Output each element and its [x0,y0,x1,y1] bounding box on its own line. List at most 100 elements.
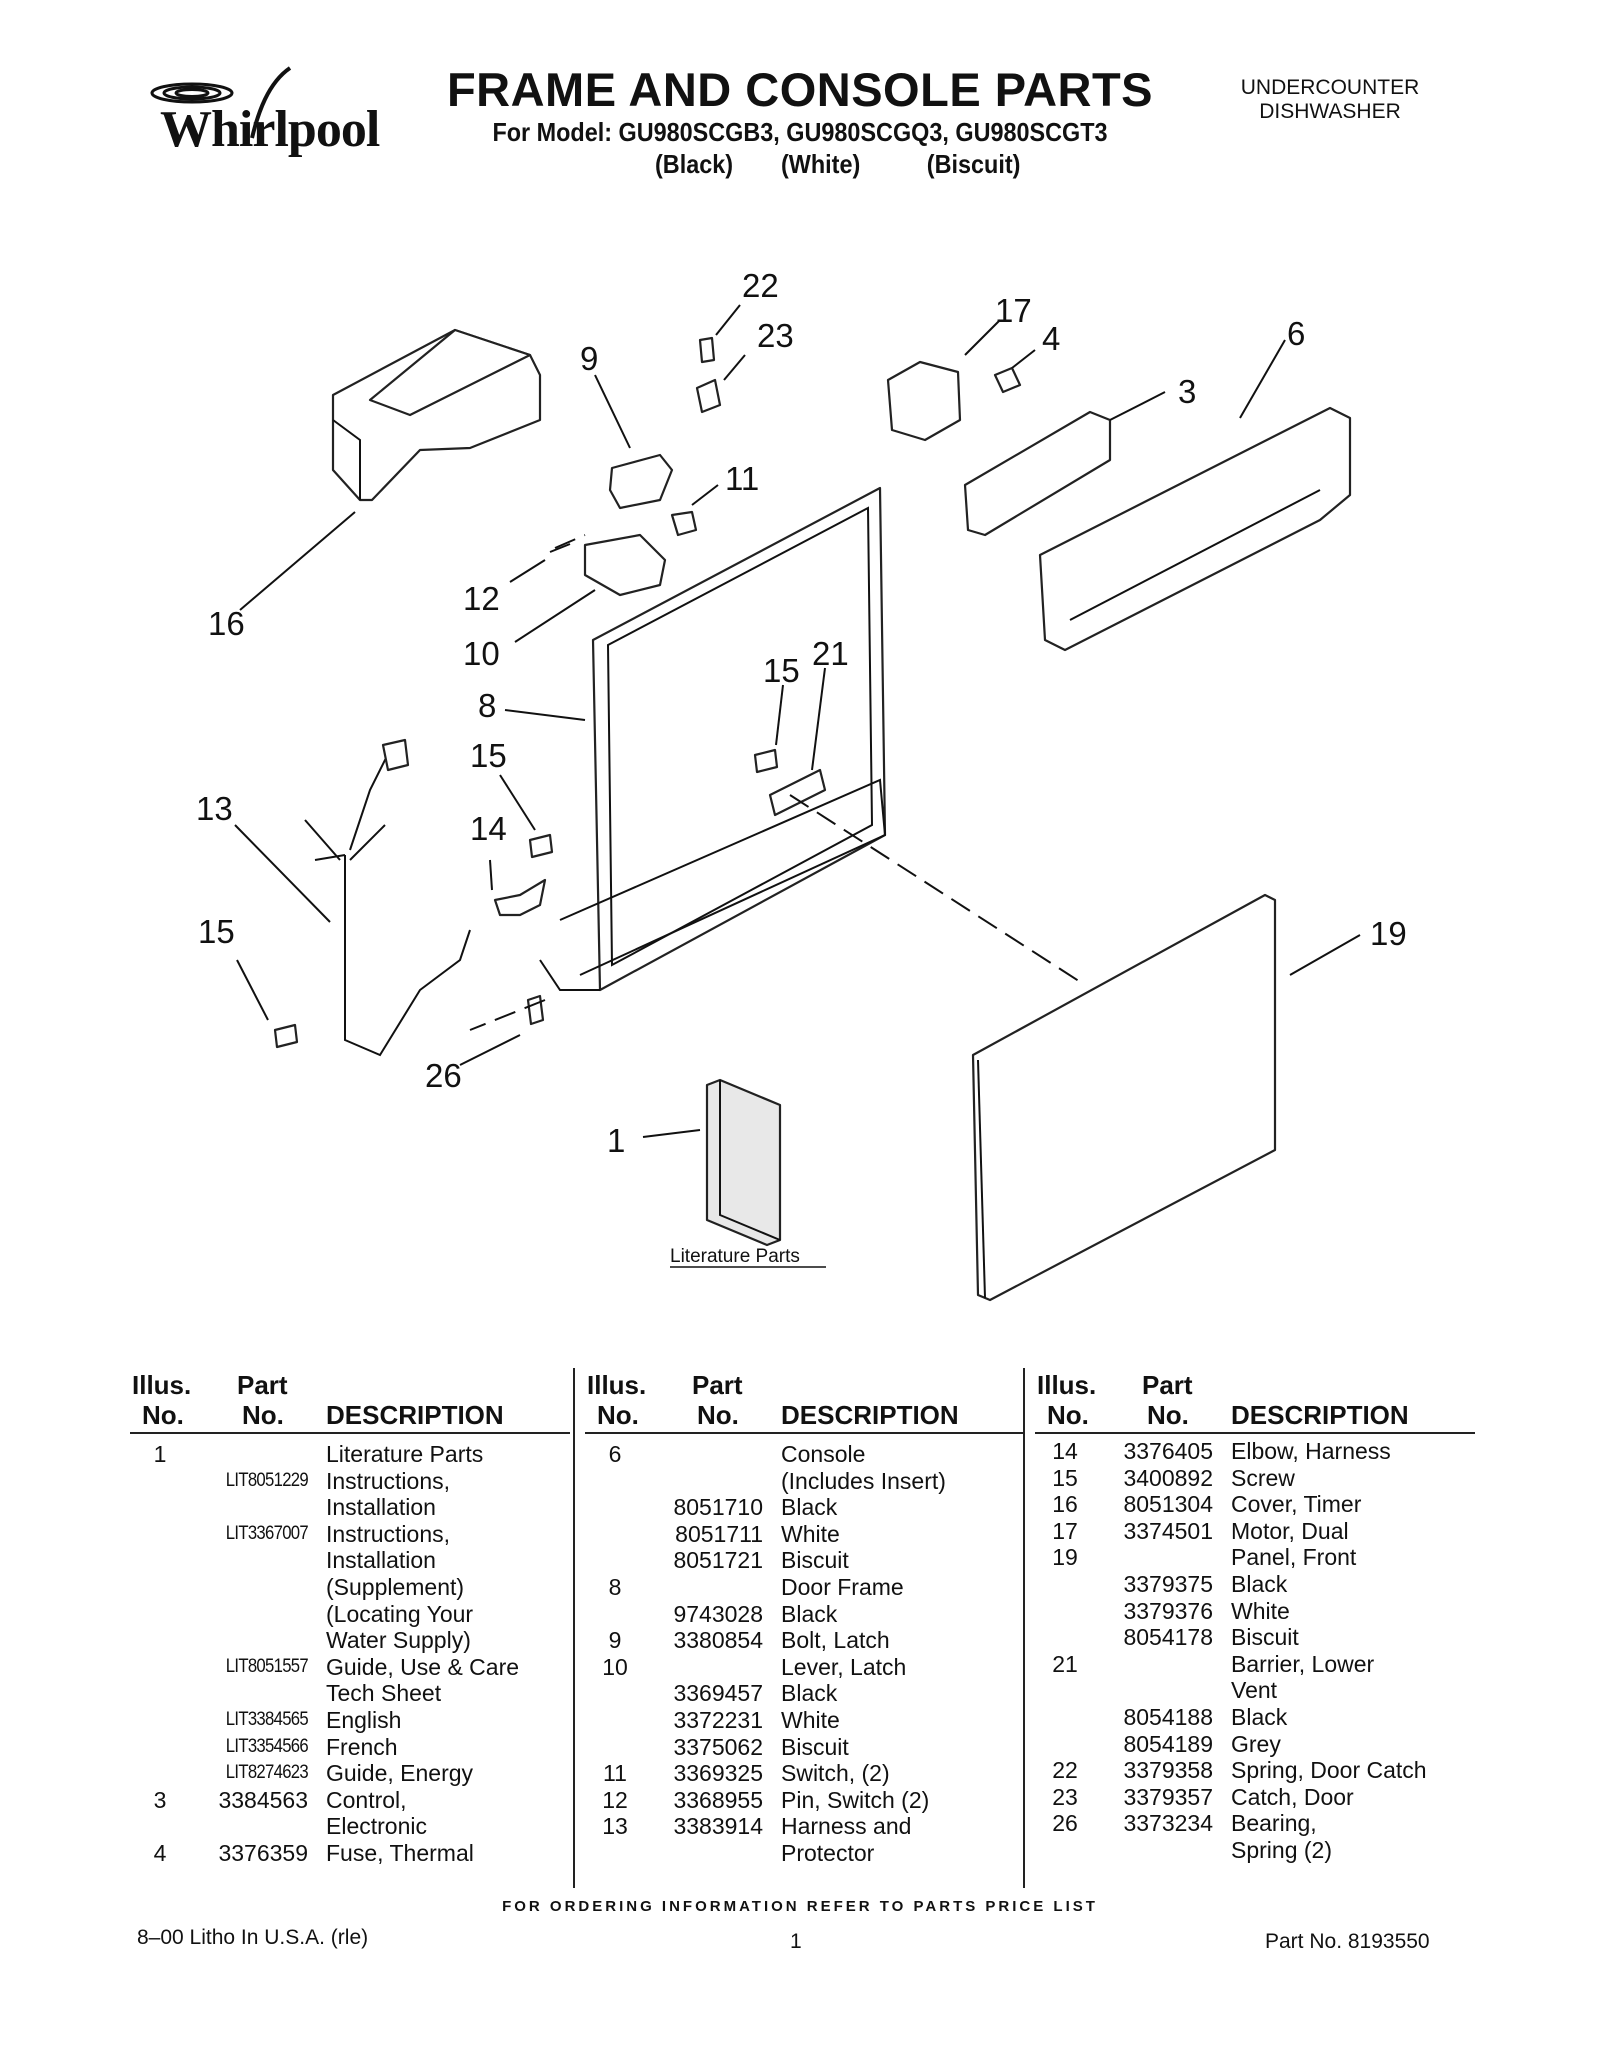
part-description: White [1231,1597,1290,1624]
callout-26: 26 [425,1057,462,1094]
logo-wordmark: Whirlpool [160,101,380,158]
thermal-fuse-drawing [993,366,1022,394]
illus-number: 11 [603,1760,627,1787]
part-number: 3384563 [218,1786,308,1813]
part-description: Elbow, Harness [1231,1438,1391,1464]
screw-drawing [273,1023,299,1049]
parts-column-3: Illus. No. Part No. DESCRIPTION 14 337640… [1035,1368,1475,1888]
document-part-number: Part No. 8193550 [1265,1930,1430,1953]
part-number: 8051711 [675,1520,763,1547]
header-part: Part [1142,1370,1193,1400]
part-number: 3400892 [1123,1464,1213,1491]
part-number: 3376405 [1123,1438,1213,1464]
part-number: 9743028 [673,1600,763,1627]
part-number: 8051710 [673,1494,763,1521]
part-description: English [326,1707,402,1733]
door-frame-drawing [539,486,887,992]
part-description: (Supplement) [326,1574,465,1600]
callout-19: 19 [1370,915,1407,952]
whirlpool-logo [150,66,292,139]
callout-6: 6 [1287,315,1305,352]
callout-15: 15 [198,913,235,950]
part-description: Motor, Dual [1231,1517,1349,1544]
header-part-no: No. [697,1400,739,1430]
console-drawing [1038,406,1352,652]
part-description: Door Frame [781,1574,904,1600]
header-description: DESCRIPTION [781,1400,959,1430]
spring-bearing-drawing [526,994,545,1026]
table-row: 8051711 White [585,1521,1025,1547]
part-number: LIT3384565 [225,1709,309,1730]
illus-number: 13 [602,1813,628,1840]
table-row: Spring (2) [1035,1837,1475,1863]
page-title: FRAME AND CONSOLE PARTS [446,63,1154,116]
part-number: LIT8051557 [225,1655,309,1677]
callout-15: 15 [470,737,507,774]
part-description: White [781,1520,840,1547]
part-number: 3374501 [1123,1517,1213,1544]
callout-12: 12 [463,580,500,617]
table-header: Illus. No. Part No. DESCRIPTION [1035,1368,1475,1434]
callout-13: 13 [196,790,233,827]
part-description: Grey [1231,1730,1281,1757]
lower-vent-barrier-drawing [768,768,827,817]
harness-elbow-drawing [493,878,547,917]
variant-white: (White) [781,149,861,179]
part-description: Black [781,1600,838,1627]
callout-14: 14 [470,810,507,847]
part-description: Biscuit [781,1547,849,1574]
header-description: DESCRIPTION [326,1400,504,1430]
part-number: 3376359 [218,1840,308,1866]
part-description: Instructions, [326,1467,450,1494]
table-row: Water Supply) [130,1627,570,1653]
part-description: Pin, Switch (2) [781,1786,930,1813]
table-row: 15 3400892 Screw [1035,1465,1475,1491]
part-number: 3380854 [673,1627,763,1654]
part-description: Console [781,1441,866,1467]
part-description: Catch, Door [1231,1783,1354,1810]
part-description: Screw [1231,1464,1295,1491]
variant-black: (Black) [655,149,734,179]
part-number: 3379376 [1123,1597,1213,1624]
part-description: Water Supply) [326,1627,471,1654]
column-divider [1023,1368,1025,1888]
illus-number: 12 [602,1786,628,1813]
illus-number: 15 [1052,1464,1078,1491]
part-number: 8051304 [1123,1491,1213,1518]
part-description: Bolt, Latch [781,1627,890,1654]
part-description: Vent [1231,1677,1278,1704]
screw-drawing [528,833,554,859]
page-number: 1 [790,1930,802,1953]
part-number: LIT8051229 [225,1469,309,1491]
part-description: Tech Sheet [326,1680,442,1707]
part-description: Cover, Timer [1231,1491,1362,1518]
part-number: 8054188 [1123,1704,1213,1730]
part-description: Fuse, Thermal [326,1840,474,1866]
callout-11: 11 [725,460,759,497]
part-description: Spring, Door Catch [1231,1757,1427,1784]
exploded-parts-diagram: 22 23 17 4 9 6 11 3 16 12 10 15 21 8 15 … [196,267,1407,1302]
table-row: Electronic [130,1813,570,1839]
illus-number: 19 [1052,1544,1078,1571]
illus-number: 14 [1052,1438,1078,1464]
header-part: Part [237,1370,288,1400]
callout-22: 22 [742,267,779,304]
part-number: 3379358 [1123,1757,1213,1784]
callout-8: 8 [478,687,496,724]
callout-1: 1 [607,1122,625,1159]
product-type-line1: UNDERCOUNTER [1240,76,1420,99]
part-description: Black [1231,1571,1288,1597]
callout-3: 3 [1178,373,1196,410]
callout-16: 16 [208,605,245,642]
switch-pin-drawing [549,543,571,553]
